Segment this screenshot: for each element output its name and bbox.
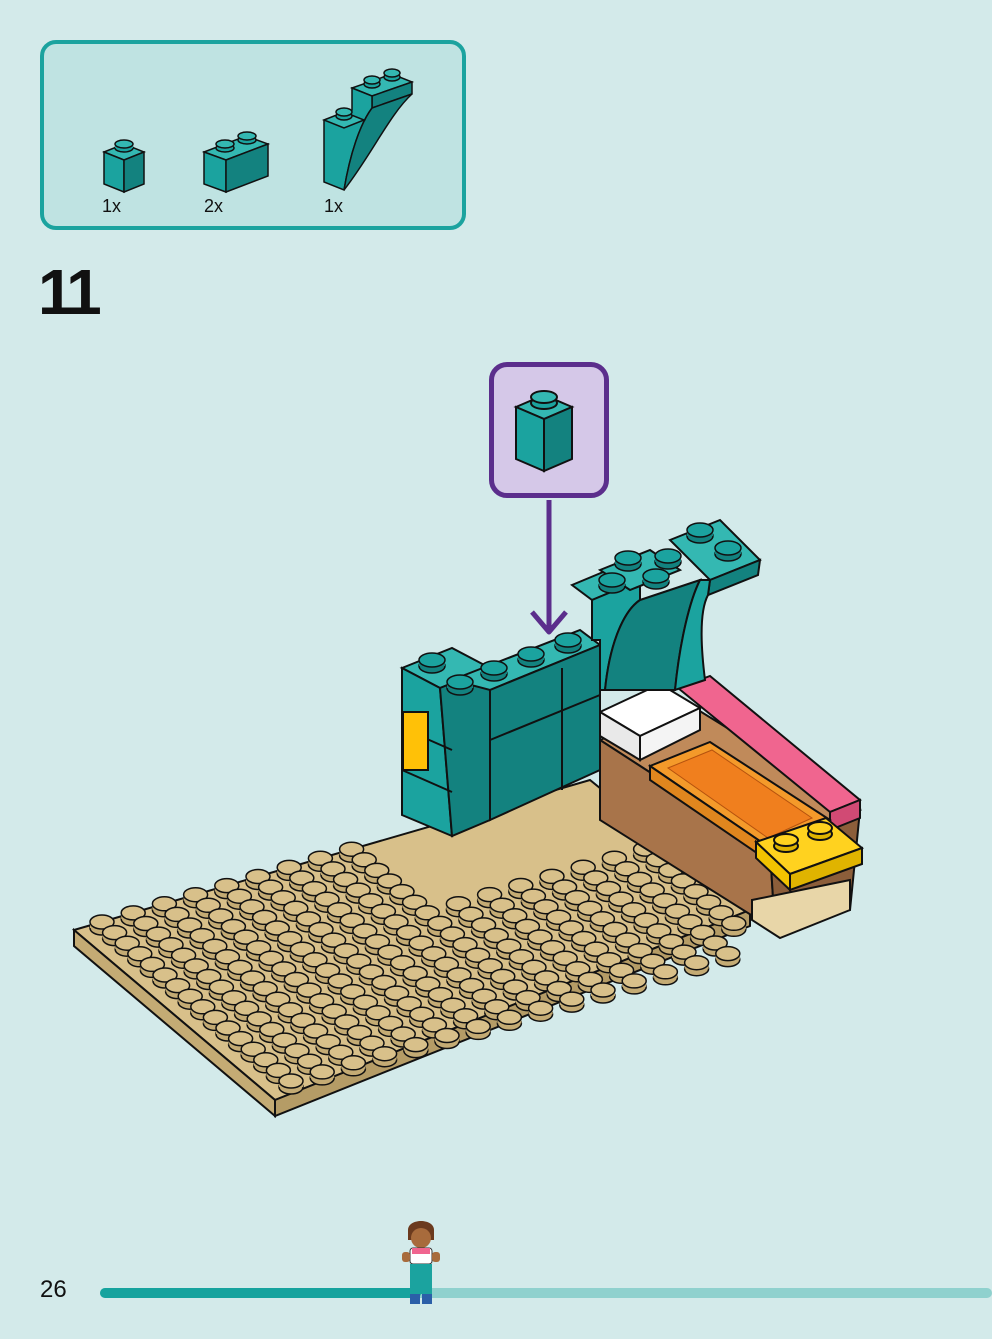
brick-1x1-icon (101, 139, 147, 194)
wall-stud (686, 522, 714, 544)
baseplate-stud (621, 973, 647, 995)
baseplate-stud (496, 1009, 523, 1032)
baseplate-stud (278, 1073, 304, 1095)
baseplate-stud (633, 912, 659, 935)
brick-1x1-icon (513, 390, 575, 473)
baseplate-stud (190, 999, 216, 1021)
progress-bar-fill (100, 1288, 422, 1298)
baseplate-stud (640, 953, 666, 975)
baseplate-stud (608, 962, 635, 985)
baseplate-stud (321, 1003, 347, 1026)
baseplate-stud (120, 905, 146, 927)
wall-stud (554, 632, 582, 654)
baseplate-stud (465, 1018, 491, 1041)
baseplate-stud (239, 970, 266, 992)
baseplate-stud (577, 900, 603, 922)
baseplate-stud (683, 954, 710, 977)
baseplate-stud (403, 1036, 429, 1059)
baseplate-stud (289, 941, 316, 963)
wall-stud (642, 568, 670, 590)
baseplate-stud (389, 955, 416, 977)
baseplate-stud (590, 982, 616, 1004)
baseplate-stud (352, 994, 379, 1016)
parts-list-box: 1x 2x 1x (40, 40, 466, 230)
baseplate-stud (315, 1033, 341, 1056)
wall-stud (714, 540, 742, 562)
baseplate-stud (514, 918, 541, 941)
part-quantity: 1x (324, 196, 344, 216)
page-number: 26 (40, 1276, 67, 1303)
brick-1x2-icon (201, 131, 271, 194)
baseplate-stud (620, 901, 647, 924)
baseplate-stud (383, 914, 409, 936)
baseplate-stud (320, 861, 346, 883)
baseplate-stud (371, 1045, 398, 1068)
baseplate (71, 778, 752, 1119)
baseplate-stud (383, 985, 410, 1007)
baseplate-stud (421, 1017, 448, 1039)
baseplate-stud (358, 892, 384, 915)
baseplate-stud (346, 1024, 373, 1047)
baseplate-stud (365, 1005, 391, 1027)
baseplate-stud (559, 991, 585, 1013)
part-quantity: 1x (102, 196, 122, 216)
baseplate-stud (340, 1055, 367, 1077)
baseplate-stud (484, 998, 510, 1021)
baseplate-stud (527, 1000, 554, 1022)
wall-stud (598, 572, 626, 594)
wall-stud (446, 674, 474, 696)
baseplate-stud (652, 964, 679, 986)
wall-stud (614, 550, 642, 572)
baseplate-stud (152, 967, 178, 989)
baseplate-stud (277, 1002, 304, 1024)
part-quantity: 2x (204, 196, 224, 216)
baseplate-stud (721, 915, 747, 938)
baseplate-stud (271, 961, 297, 983)
baseplate-stud (332, 871, 359, 894)
baseplate-stud (639, 882, 665, 904)
placement-arrow (530, 500, 568, 635)
baseplate-stud (458, 906, 484, 929)
wall-stud (654, 548, 682, 570)
progress-bar (100, 1288, 992, 1298)
baseplate-stud (489, 897, 515, 919)
baseplate-stud (434, 1027, 460, 1050)
new-part-callout (489, 362, 609, 498)
wall-stud (517, 646, 545, 668)
baseplate-stud (309, 1064, 335, 1086)
minifigure-icon (402, 1221, 440, 1304)
baseplate-stud (570, 859, 596, 882)
build-scene (71, 500, 864, 1119)
baseplate-stud (389, 883, 415, 906)
baseplate-stud (340, 983, 366, 1006)
baseplate-stud (295, 911, 322, 933)
baseplate-stud (577, 971, 604, 994)
baseplate-stud (558, 920, 584, 942)
baseplate-stud (240, 1041, 266, 1063)
baseplate-stud (308, 992, 335, 1015)
bed (597, 674, 864, 940)
baseplate-stud (402, 965, 428, 988)
step-number: 11 (38, 256, 102, 328)
baseplate-stud (715, 945, 741, 968)
arch-brick-icon (321, 68, 415, 192)
baseplate-stud (371, 974, 397, 997)
wall-stud (418, 652, 446, 674)
baseplate-stud (359, 1035, 385, 1057)
baseplate-stud (284, 1042, 310, 1065)
baseplate-stud (689, 924, 716, 947)
teal-wall (399, 518, 762, 838)
baseplate-stud (652, 892, 678, 915)
wall-stud (480, 660, 508, 682)
